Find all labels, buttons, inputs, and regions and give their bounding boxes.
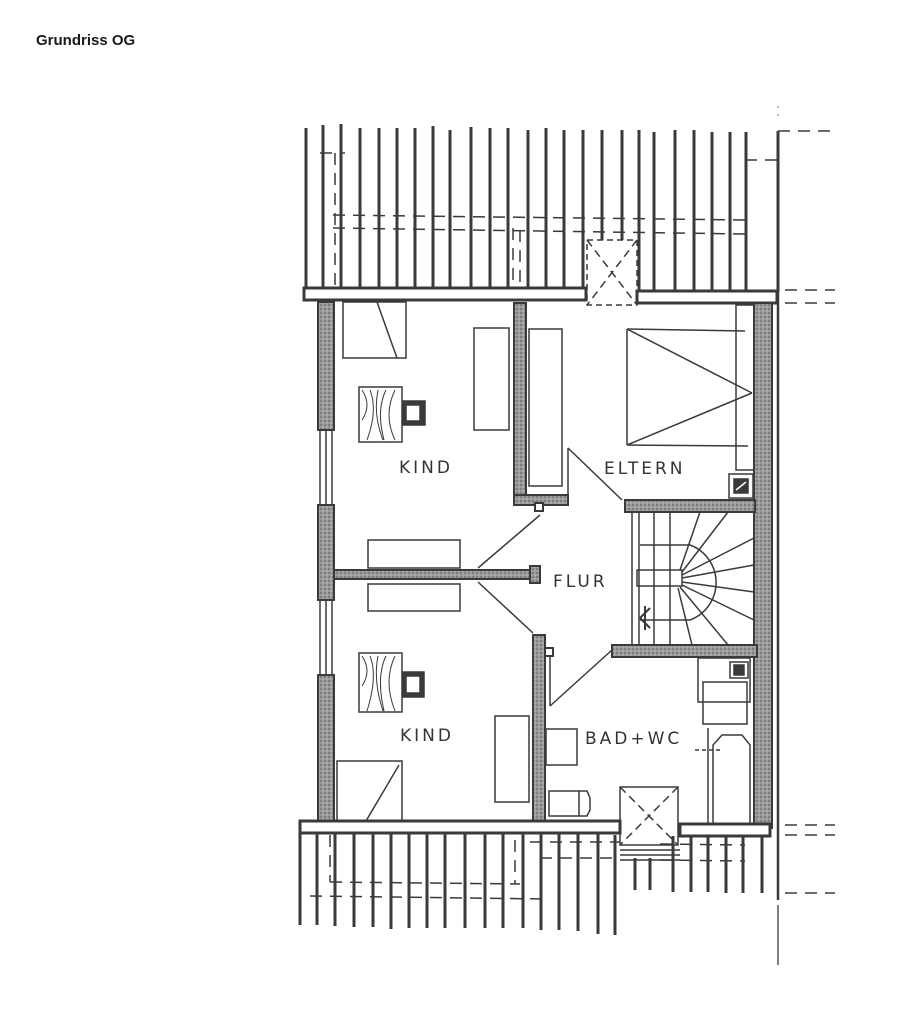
roof-dashed-lines-bottom <box>309 824 835 900</box>
kind-bottom-furniture <box>336 652 530 822</box>
roof-rafters-bottom <box>298 833 764 935</box>
eltern-furniture <box>528 304 755 499</box>
wall-left <box>317 301 335 824</box>
wall-stair-bad <box>611 644 758 658</box>
room-label-kind-bottom: KIND <box>400 726 454 746</box>
wall-kind-kind <box>333 565 541 584</box>
kind-top-furniture <box>342 301 510 443</box>
room-label-eltern: ELTERN <box>604 459 686 479</box>
wall-kind-eltern <box>513 302 569 512</box>
arrow-up-icon <box>639 606 651 630</box>
room-label-bad-wc: BAD+WC <box>585 729 682 749</box>
roof-rafters-top <box>304 124 780 292</box>
wall-top <box>302 286 779 305</box>
room-label-kind-top: KIND <box>399 458 453 478</box>
skylight-bottom <box>619 786 680 861</box>
page-title: Grundriss OG <box>36 32 136 49</box>
wall-bottom <box>298 819 772 838</box>
kind-shelves <box>367 539 461 612</box>
roof-dashed-lines-top <box>320 130 835 304</box>
wall-right <box>753 292 780 900</box>
skylight-top <box>586 239 638 306</box>
bad-wc-fixtures <box>545 657 751 823</box>
room-label-flur: FLUR <box>553 572 608 592</box>
staircase <box>631 511 755 646</box>
door-swings <box>477 447 623 707</box>
wall-eltern-stair <box>624 499 756 513</box>
